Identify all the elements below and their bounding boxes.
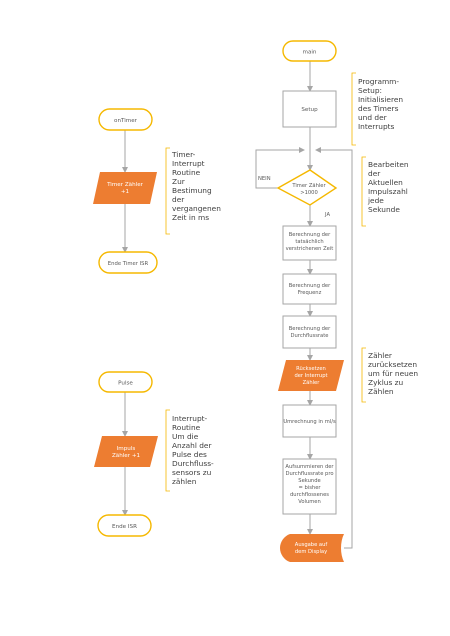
pulse-note-line: sensors zu <box>172 468 212 477</box>
setup-note-line: und der <box>358 113 388 122</box>
no-branch-label: NEIN <box>258 176 271 182</box>
sum-volume-line: durchflossenes <box>290 492 329 498</box>
decision-label-line1: Timer Zähler <box>291 183 326 189</box>
pulse-note-line: Um die <box>172 432 199 441</box>
pulse-counter-io <box>94 436 158 467</box>
setup-note-line: Interrupts <box>358 122 395 131</box>
setup-note-line: Initialisieren <box>358 95 403 104</box>
timer-note-line: Routine <box>172 168 201 177</box>
display-output-line: dem Display <box>295 549 327 555</box>
reset-note-line: Zyklus zu <box>368 378 404 387</box>
timer-counter-label-line1: Timer Zähler <box>106 182 144 188</box>
calc-flowrate-line: Berechnung der <box>289 326 331 332</box>
timer-end-terminal <box>98 251 158 274</box>
sum-volume-line: Aufsummieren der <box>285 464 334 470</box>
pulse-note: Interrupt- Routine Um die Anzahl der Pul… <box>172 414 214 486</box>
main-start-terminal <box>282 40 337 62</box>
setup-note-line: des Timers <box>358 104 399 113</box>
pulse-start-label: Pulse <box>118 381 133 387</box>
reset-note-line: Zähler <box>368 351 393 360</box>
pulse-note-bracket <box>165 409 170 492</box>
setup-note-line: Programm- <box>358 77 399 86</box>
timer-note-line: Timer- <box>171 150 196 159</box>
calc-frequency-line: Berechnung der <box>289 283 331 289</box>
main-flow: main Setup Timer Zähler >1000 NEIN JA Be… <box>255 40 418 562</box>
reset-note-bracket <box>361 347 366 403</box>
calc-frequency-box <box>282 273 337 305</box>
pulse-end-label: Ende ISR <box>112 524 137 530</box>
calc-elapsed-line: verstrichenen Zeit <box>286 246 334 252</box>
pulse-end-terminal <box>97 514 152 537</box>
loop-note-line: jede <box>367 196 384 205</box>
reset-counter-io <box>278 360 344 391</box>
timer-end-label: Ende Timer ISR <box>108 261 149 267</box>
reset-counter-line: Rücksetzen <box>296 366 326 372</box>
setup-box <box>282 90 337 128</box>
setup-label: Setup <box>301 107 318 113</box>
sum-volume-line: Durchflussrate pro <box>285 471 333 477</box>
no-branch-loop <box>255 147 305 189</box>
pulse-counter-label-line2: Zähler +1 <box>112 453 141 459</box>
calc-elapsed-time-box <box>282 225 337 261</box>
display-output-line: Ausgabe auf <box>295 542 328 548</box>
reset-note-line: um für neuen <box>368 369 418 378</box>
reset-counter-line: der Interrupt <box>294 373 327 379</box>
timer-note-line: vergangenen <box>172 204 221 213</box>
timer-decision <box>276 169 338 206</box>
reset-note-line: zurücksetzen <box>368 360 417 369</box>
timer-start-label: onTimer <box>114 118 138 124</box>
timer-start-terminal <box>98 108 153 131</box>
calc-flowrate-line: Durchflussrate <box>291 333 329 339</box>
pulse-counter-label-line1: Impuls <box>117 446 136 452</box>
pulse-note-line: Durchfluss- <box>172 459 214 468</box>
setup-note-bracket <box>351 72 356 146</box>
convert-box <box>282 404 337 438</box>
loop-note-bracket <box>361 156 366 227</box>
timer-note-line: Zeit in ms <box>172 213 209 222</box>
calc-frequency-line: Frequenz <box>298 290 322 296</box>
decision-label-line2: >1000 <box>300 190 318 196</box>
loop-note: Bearbeiten der Aktuellen Impulszahl jede… <box>367 160 409 214</box>
display-output-shape <box>280 534 344 562</box>
loop-note-line: Aktuellen <box>368 178 403 187</box>
sum-volume-line: Sekunde <box>298 478 320 484</box>
pulse-note-line: zählen <box>172 477 197 486</box>
reset-note: Zähler zurücksetzen um für neuen Zyklus … <box>368 351 418 396</box>
sum-volume-line: = bisher <box>298 485 321 491</box>
timer-note: Timer- Interrupt Routine Zur Bestimung d… <box>171 150 221 222</box>
pulse-note-line: Anzahl der <box>172 441 212 450</box>
sum-volume-box <box>282 458 337 515</box>
pulse-isr-flow: Pulse Impuls Zähler +1 Ende ISR Interrup… <box>94 371 214 537</box>
calc-elapsed-line: tatsächlich <box>295 239 323 245</box>
convert-label: Umrechnung in ml/s <box>283 419 336 425</box>
loop-note-line: Bearbeiten <box>368 160 409 169</box>
setup-note: Programm- Setup: Initialisieren des Time… <box>358 77 403 131</box>
reset-counter-line: Zähler <box>303 380 321 386</box>
pulse-note-line: Interrupt- <box>172 414 208 423</box>
pulse-note-line: Pulse des <box>172 450 207 459</box>
main-start-label: main <box>303 50 317 56</box>
pulse-start-terminal <box>98 371 153 393</box>
timer-counter-label-line2: +1 <box>121 189 130 195</box>
loop-note-line: Sekunde <box>368 205 400 214</box>
timer-note-line: Zur <box>172 177 186 186</box>
timer-isr-flow: onTimer Timer Zähler +1 Ende Timer ISR T… <box>93 108 221 274</box>
loop-note-line: der <box>368 169 381 178</box>
return-loop <box>315 147 353 549</box>
timer-counter-io <box>93 172 157 204</box>
timer-note-line: der <box>172 195 185 204</box>
loop-note-line: Impulszahl <box>368 187 408 196</box>
sum-volume-line: Volumen <box>298 499 321 505</box>
calc-elapsed-line: Berechnung der <box>289 232 331 238</box>
timer-note-bracket <box>165 147 170 235</box>
timer-note-line: Bestimung <box>172 186 212 195</box>
pulse-note-line: Routine <box>172 423 201 432</box>
setup-note-line: Setup: <box>358 86 382 95</box>
reset-note-line: Zählen <box>368 387 394 396</box>
calc-flowrate-box <box>282 315 337 349</box>
timer-note-line: Interrupt <box>172 159 205 168</box>
yes-branch-label: JA <box>324 212 330 218</box>
